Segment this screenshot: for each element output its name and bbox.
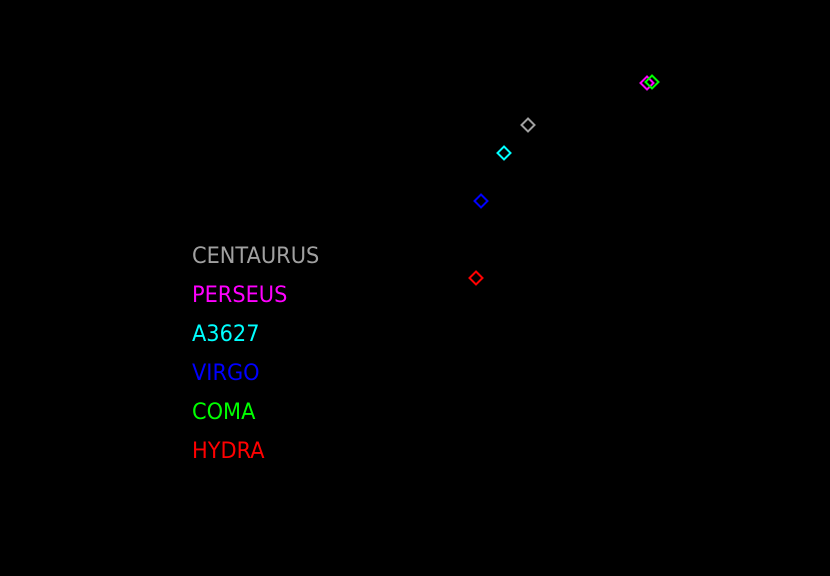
legend-item-centaurus: CENTAURUS (192, 244, 320, 269)
legend-item-virgo: VIRGO (192, 361, 260, 386)
legend-item-perseus: PERSEUS (192, 283, 288, 308)
data-point-centaurus (520, 117, 536, 133)
data-point-perseus (639, 75, 655, 91)
data-point-coma (644, 74, 660, 90)
data-point-a3627 (496, 145, 512, 161)
data-point-virgo (473, 193, 489, 209)
legend-item-coma: COMA (192, 400, 256, 425)
data-point-hydra (468, 270, 484, 286)
legend-item-a3627: A3627 (192, 322, 260, 347)
legend-item-hydra: HYDRA (192, 439, 265, 464)
